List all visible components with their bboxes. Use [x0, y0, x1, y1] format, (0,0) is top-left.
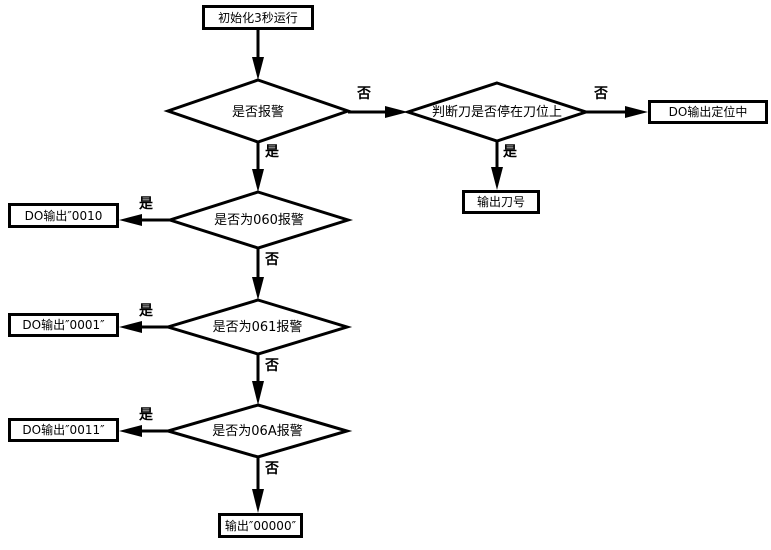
node-do-0010: DO输出″0010: [8, 203, 119, 228]
edge-label-060-no: 否: [265, 252, 279, 268]
arrowhead-down-into-060: [252, 169, 264, 192]
diamond-tool-on-pos: [403, 81, 591, 143]
node-tool-number: 输出刀号: [462, 190, 540, 214]
diamond-alarm-06a: [162, 403, 353, 459]
edge-label-toolpos-yes: 是: [503, 144, 517, 160]
arrowhead-left-into-0010: [119, 214, 142, 226]
node-start-label: 初始化3秒运行: [218, 10, 298, 25]
arrowhead-down-into-toolnumber: [491, 167, 503, 190]
node-out-00000-label: 输出″00000″: [224, 518, 297, 533]
node-tool-number-label: 输出刀号: [476, 195, 525, 209]
node-do-0010-label: DO输出″0010: [24, 208, 103, 223]
arrowhead-right-into-toolpos: [385, 106, 408, 118]
diamond-alarm: [163, 78, 353, 144]
edge-label-061-yes: 是: [139, 303, 153, 319]
node-do-0001: DO输出″0001″: [8, 313, 119, 337]
node-do-0011: DO输出″0011″: [8, 418, 119, 442]
edge-label-060-yes: 是: [139, 196, 153, 212]
node-do-0001-label: DO输出″0001″: [22, 318, 105, 332]
diamond-alarm-060: [165, 190, 354, 250]
arrowhead-down-into-00000: [252, 489, 264, 513]
node-do-0011-label: DO输出″0011″: [22, 423, 105, 437]
edge-label-061-no: 否: [265, 358, 279, 374]
node-start: 初始化3秒运行: [202, 5, 314, 30]
edge-label-toolpos-no: 否: [594, 86, 608, 102]
edge-label-alarm-no: 否: [357, 86, 371, 102]
node-do-positioning: DO输出定位中: [648, 100, 768, 124]
arrowhead-down-into-061: [252, 277, 264, 300]
edge-label-06a-no: 否: [265, 461, 279, 477]
arrowhead-left-into-0011: [119, 425, 142, 437]
edge-label-alarm-yes: 是: [265, 144, 279, 160]
arrowhead-down-into-06a: [252, 381, 264, 405]
arrowhead-left-into-0001: [119, 321, 142, 333]
edge-label-06a-yes: 是: [139, 407, 153, 423]
arrowhead-right-into-positioning: [625, 106, 648, 118]
node-out-00000: 输出″00000″: [218, 513, 303, 538]
arrowhead-down-into-alarm: [252, 57, 264, 80]
node-do-positioning-label: DO输出定位中: [668, 105, 748, 119]
diamond-alarm-061: [162, 298, 353, 356]
